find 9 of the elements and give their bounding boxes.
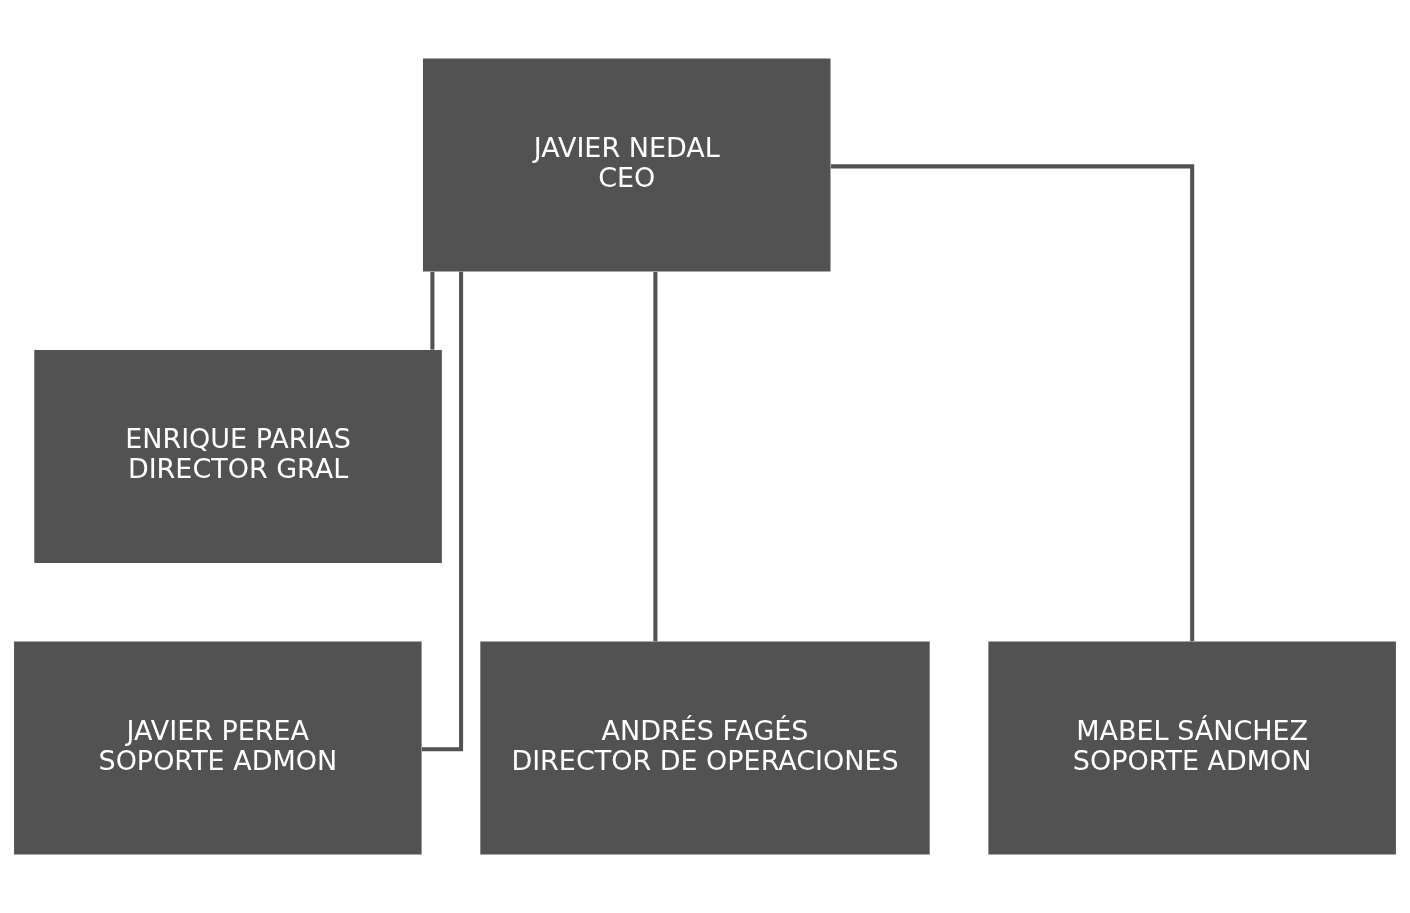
- node-box: ENRIQUE PARIAS DIRECTOR GRAL: [34, 349, 442, 564]
- node-box: ANDRÉS FAGÉS DIRECTOR DE OPERACIONES: [480, 641, 930, 855]
- node-box: MABEL SÁNCHEZ SOPORTE ADMON: [988, 641, 1396, 855]
- node-box: JAVIER NEDAL CEO: [422, 58, 831, 272]
- connector: [422, 271, 464, 752]
- connector: [653, 271, 658, 642]
- connector: [430, 271, 435, 350]
- connector: [830, 164, 1195, 642]
- node-box: JAVIER PEREA SOPORTE ADMON: [14, 641, 422, 855]
